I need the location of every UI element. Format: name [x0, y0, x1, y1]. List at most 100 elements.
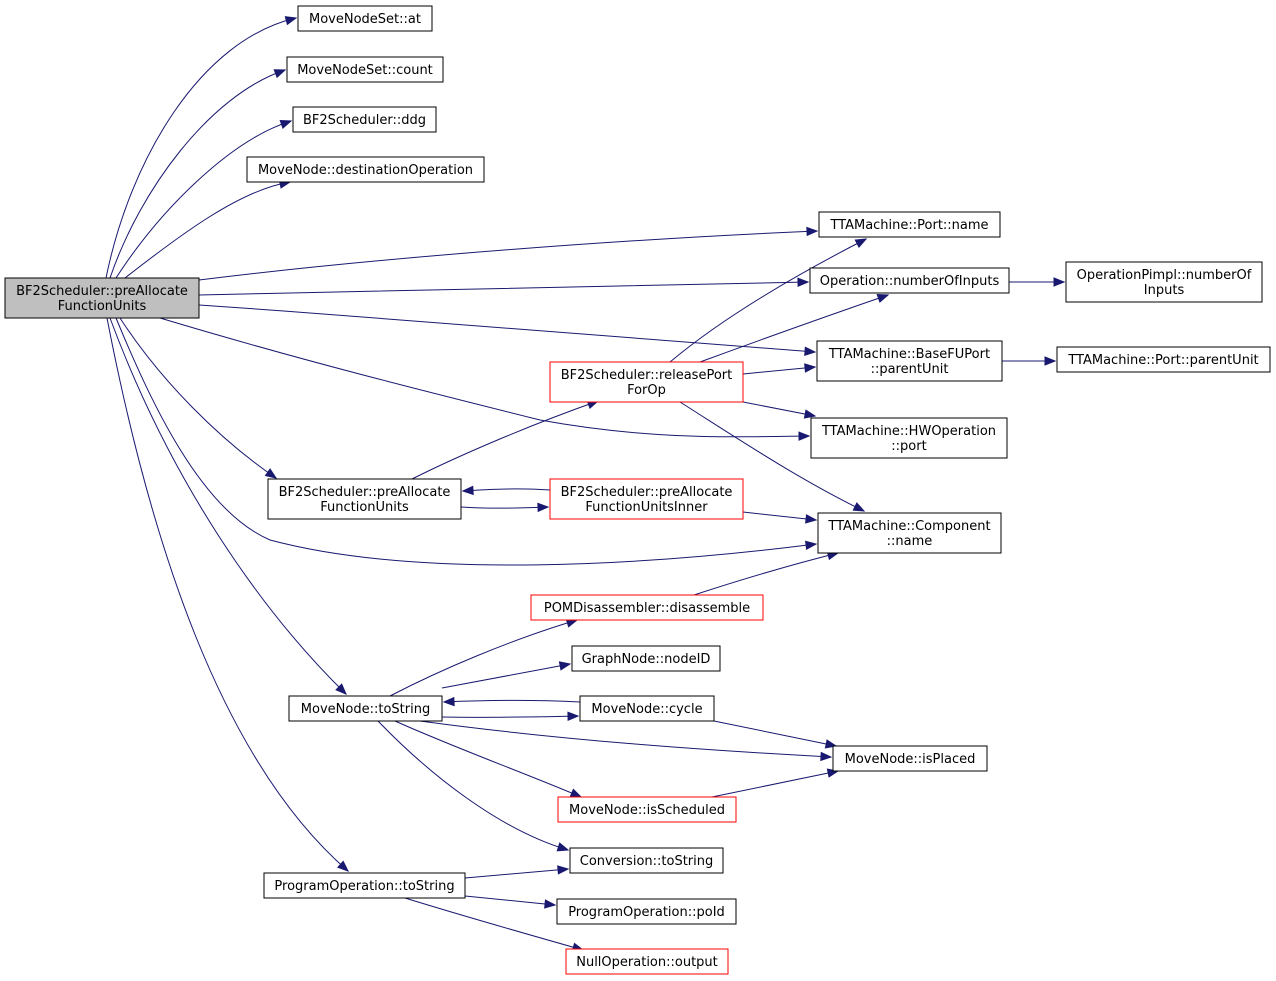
- edge-mn_toString-to-mn_isPlaced: [419, 720, 833, 762]
- edge-line: [159, 317, 810, 438]
- node-box: [569, 847, 724, 874]
- node-label: BF2Scheduler::releasePort: [561, 368, 732, 383]
- node-box: [565, 948, 729, 975]
- edge-line: [711, 770, 839, 798]
- node-box: [1065, 261, 1263, 303]
- node-label: BF2Scheduler::preAllocate: [561, 485, 733, 500]
- edge-line: [441, 715, 579, 718]
- node-box: [530, 594, 764, 621]
- arrowhead: [442, 696, 455, 707]
- edge-line: [411, 400, 599, 480]
- node-label: ::parentUnit: [871, 362, 949, 377]
- arrowhead: [804, 540, 818, 551]
- node-label: FunctionUnits: [320, 500, 409, 515]
- edge-line: [124, 181, 291, 279]
- node-label: MoveNode::isPlaced: [845, 752, 976, 767]
- node-prealloc-inner[interactable]: BF2Scheduler::preAllocateFunctionUnitsIn…: [549, 478, 744, 520]
- edge-line: [394, 720, 582, 798]
- node-label: NullOperation::output: [576, 955, 718, 970]
- edge-root-to-op_numInputs: [198, 277, 810, 296]
- edge-po_toString-to-null_output: [404, 897, 585, 952]
- node-hwop-port[interactable]: TTAMachine::HWOperation::port: [810, 417, 1008, 459]
- node-po-toString[interactable]: ProgramOperation::toString: [263, 872, 466, 899]
- node-label: ::name: [887, 534, 933, 549]
- arrowhead: [569, 788, 583, 798]
- node-label: OperationPimpl::numberOf: [1077, 268, 1252, 283]
- node-mn-isPlaced[interactable]: MoveNode::isPlaced: [832, 745, 988, 772]
- node-label: MoveNode::toString: [301, 702, 430, 717]
- edge-release-to-hwop_port: [742, 401, 817, 419]
- node-box: [549, 478, 744, 520]
- node-mns-count[interactable]: MoveNodeSet::count: [286, 56, 444, 83]
- node-box: [263, 872, 466, 899]
- node-conv-toString[interactable]: Conversion::toString: [569, 847, 724, 874]
- edge-root-to-mns_at: [105, 16, 298, 279]
- arrowhead: [1053, 277, 1066, 287]
- node-bf-ddg[interactable]: BF2Scheduler::ddg: [292, 106, 437, 133]
- edge-prealloc-to-release: [411, 400, 600, 480]
- node-label: FunctionUnits: [58, 299, 147, 314]
- node-label: ::port: [891, 439, 926, 454]
- node-mn-cycle[interactable]: MoveNode::cycle: [579, 695, 715, 722]
- arrowhead: [279, 120, 293, 129]
- node-opimpl-numOf[interactable]: OperationPimpl::numberOfInputs: [1065, 261, 1263, 303]
- edge-line: [462, 488, 551, 492]
- edge-prealloc_inner-to-comp_name: [742, 511, 818, 524]
- arrowhead: [335, 683, 347, 695]
- node-mn-dest[interactable]: MoveNode::destinationOperation: [246, 156, 485, 183]
- edge-mn_toString-to-mn_cycle: [441, 711, 580, 721]
- arrowhead: [273, 69, 287, 79]
- node-port-name[interactable]: TTAMachine::Port::name: [818, 211, 1001, 238]
- arrowhead: [337, 860, 350, 872]
- edge-root-to-po_toString: [106, 317, 350, 872]
- nodes-layer: BF2Scheduler::preAllocateFunctionUnitsMo…: [4, 5, 1271, 975]
- edge-line: [693, 552, 839, 596]
- edge-bfu_parent-to-port_parent: [1002, 356, 1057, 366]
- node-label: MoveNodeSet::at: [309, 12, 421, 27]
- edge-line: [389, 619, 578, 697]
- node-label: MoveNode::cycle: [591, 702, 702, 717]
- node-null-output[interactable]: NullOperation::output: [565, 948, 729, 975]
- node-box: [1056, 346, 1271, 373]
- edge-root-to-port_name: [198, 226, 819, 281]
- node-label: TTAMachine::BaseFUPort: [828, 347, 990, 362]
- node-mns-at[interactable]: MoveNodeSet::at: [297, 5, 433, 32]
- node-mn-isSched[interactable]: MoveNode::isScheduled: [557, 796, 737, 823]
- edge-line: [115, 317, 817, 566]
- node-mn-toString[interactable]: MoveNode::toString: [288, 695, 443, 722]
- node-port-parent[interactable]: TTAMachine::Port::parentUnit: [1056, 346, 1271, 373]
- node-label: TTAMachine::Port::name: [829, 218, 988, 233]
- edges-layer: [105, 16, 1066, 952]
- node-label: FunctionUnitsInner: [585, 500, 708, 515]
- node-box: [579, 695, 715, 722]
- arrowhead: [854, 238, 868, 249]
- node-op-numInputs[interactable]: Operation::numberOfInputs: [809, 267, 1010, 294]
- edge-prealloc-to-prealloc_inner: [460, 502, 550, 513]
- arrowhead: [556, 842, 570, 852]
- node-box: [809, 267, 1010, 294]
- arrowhead: [852, 502, 866, 512]
- node-box: [818, 211, 1001, 238]
- node-comp-name[interactable]: TTAMachine::Component::name: [817, 512, 1002, 554]
- node-gn-nodeID[interactable]: GraphNode::nodeID: [571, 645, 721, 672]
- edge-line: [464, 868, 569, 879]
- edge-mn_toString-to-gn_nodeID: [441, 661, 572, 689]
- node-pom-dis[interactable]: POMDisassembler::disassemble: [530, 594, 764, 621]
- edge-root-to-mns_count: [109, 69, 287, 279]
- edge-line: [404, 897, 584, 951]
- node-box: [286, 56, 444, 83]
- node-box: [556, 898, 737, 925]
- node-bfu-parent[interactable]: TTAMachine::BaseFUPort::parentUnit: [816, 340, 1003, 382]
- edge-prealloc_inner-to-prealloc: [461, 485, 551, 496]
- node-label: POMDisassembler::disassemble: [544, 601, 750, 616]
- arrowhead: [567, 711, 580, 721]
- edge-line: [198, 281, 809, 296]
- node-po-poId[interactable]: ProgramOperation::poId: [556, 898, 737, 925]
- edge-line: [713, 720, 837, 747]
- edge-line: [443, 700, 581, 703]
- node-box: [810, 417, 1008, 459]
